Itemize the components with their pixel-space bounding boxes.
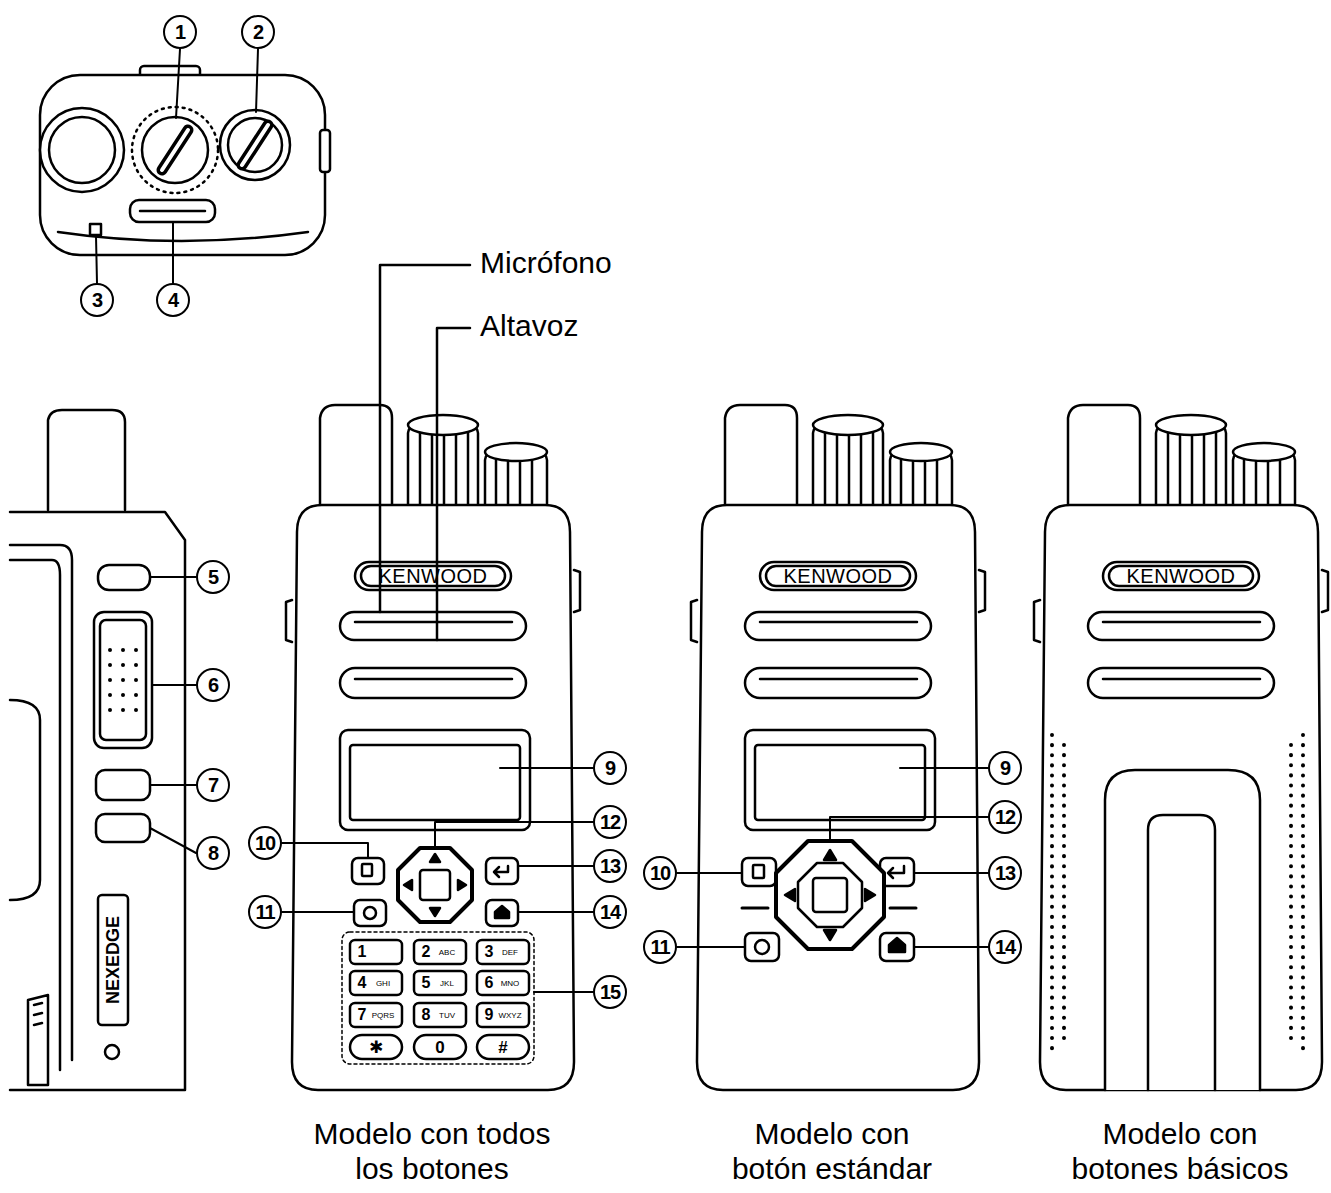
key-label: 0 xyxy=(435,1039,444,1056)
callout-number: 7 xyxy=(196,768,230,802)
key-label: 6 xyxy=(485,975,494,991)
part-label: Micrófono xyxy=(480,248,612,278)
key-label: TUV xyxy=(439,1012,455,1020)
model-caption: Modelo con botones básicos xyxy=(1069,1117,1292,1186)
model-caption: Modelo con botón estándar xyxy=(729,1117,936,1186)
key-label: 7 xyxy=(358,1007,367,1023)
callout-number: 5 xyxy=(196,560,230,594)
callout-number: 9 xyxy=(988,751,1022,785)
callout-number: 2 xyxy=(241,15,275,49)
key-label: 3 xyxy=(485,944,494,960)
callout-number: 1 xyxy=(163,15,197,49)
callout-number: 8 xyxy=(196,836,230,870)
brand-label: KENWOOD xyxy=(783,566,892,586)
key-label: 9 xyxy=(485,1007,494,1023)
key-label: 4 xyxy=(358,975,367,991)
callout-number: 11 xyxy=(248,895,282,929)
key-label: ABC xyxy=(439,949,455,957)
key-label: PQRS xyxy=(372,1012,395,1020)
part-label: Altavoz xyxy=(480,311,578,341)
key-label: JKL xyxy=(440,980,454,988)
callout-number: 14 xyxy=(593,895,627,929)
callout-number: 11 xyxy=(643,930,677,964)
callout-number: 13 xyxy=(593,849,627,883)
key-label: 5 xyxy=(422,975,431,991)
key-label: WXYZ xyxy=(498,1012,521,1020)
callout-number: 4 xyxy=(156,283,190,317)
callout-number: 13 xyxy=(988,856,1022,890)
callout-number: 12 xyxy=(593,805,627,839)
key-label: 1 xyxy=(358,944,367,960)
model-caption: Modelo con todos los botones xyxy=(311,1117,553,1186)
key-label: 8 xyxy=(422,1007,431,1023)
brand-label: KENWOOD xyxy=(378,566,487,586)
callout-number: 3 xyxy=(80,283,114,317)
brand-label: KENWOOD xyxy=(1126,566,1235,586)
callout-number: 10 xyxy=(248,826,282,860)
callout-number: 15 xyxy=(593,975,627,1009)
callout-number: 9 xyxy=(593,751,627,785)
model-name: NEXEDGE xyxy=(104,916,122,1004)
key-label: GHI xyxy=(376,980,390,988)
key-label: ✱ xyxy=(369,1039,383,1056)
callout-number: 10 xyxy=(643,856,677,890)
callout-number: 12 xyxy=(988,800,1022,834)
key-label: 2 xyxy=(422,944,431,960)
key-label: MNO xyxy=(501,980,520,988)
key-label: DEF xyxy=(502,949,518,957)
callout-number: 6 xyxy=(196,668,230,702)
callout-number: 14 xyxy=(988,930,1022,964)
key-label: # xyxy=(498,1039,507,1056)
